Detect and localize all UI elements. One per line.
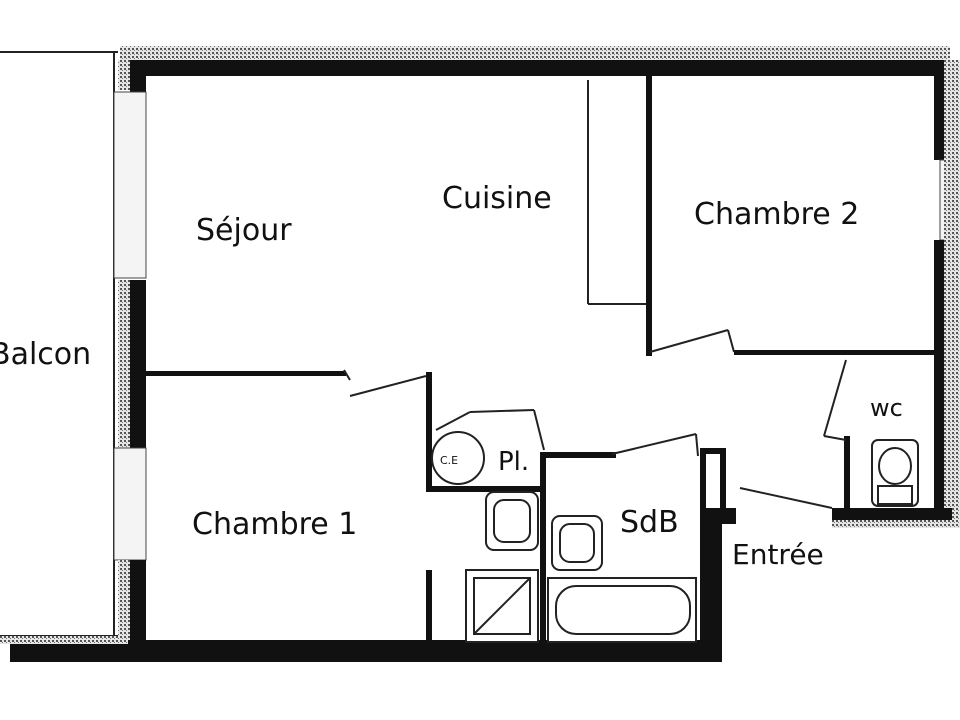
label-sdb: SdB bbox=[620, 505, 679, 540]
label-cuisine: Cuisine bbox=[442, 181, 552, 216]
bathroom-fixtures bbox=[465, 491, 697, 643]
doors bbox=[343, 329, 847, 509]
label-chambre-2: Chambre 2 bbox=[694, 197, 859, 232]
label-placard: Pl. bbox=[498, 447, 529, 477]
label-entree: Entrée bbox=[732, 538, 824, 571]
wc-fixture bbox=[871, 439, 919, 507]
label-ce: C.E bbox=[440, 454, 458, 467]
interior-walls bbox=[146, 76, 938, 658]
label-sejour: Séjour bbox=[196, 213, 292, 248]
label-wc: wc bbox=[870, 394, 903, 422]
water-heater bbox=[431, 431, 485, 485]
label-balcon: Balcon bbox=[0, 337, 91, 372]
kitchen-counter bbox=[587, 80, 646, 305]
label-chambre-1: Chambre 1 bbox=[192, 507, 357, 542]
exterior-walls bbox=[0, 46, 960, 662]
